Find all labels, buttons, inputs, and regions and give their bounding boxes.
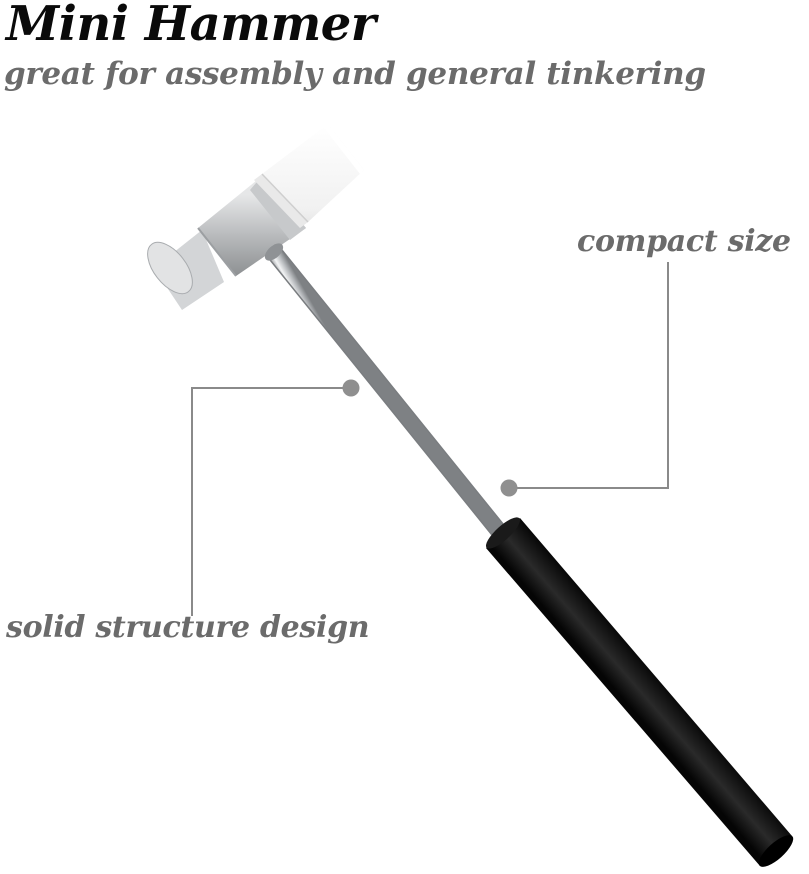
hammer-shaft: [263, 241, 515, 549]
product-title: Mini Hammer: [6, 0, 376, 52]
solid-structure-leader-line: [191, 387, 350, 616]
compact-size-leader-line: [510, 262, 669, 489]
solid-structure-dot: [342, 379, 360, 397]
solid-structure-label: solid structure design: [6, 610, 370, 645]
product-subtitle: great for assembly and general tinkering: [4, 56, 706, 92]
hammer-head: [147, 124, 364, 310]
compact-size-label: compact size: [577, 224, 791, 259]
compact-size-dot: [500, 479, 518, 497]
hammer-grip: [485, 517, 794, 867]
